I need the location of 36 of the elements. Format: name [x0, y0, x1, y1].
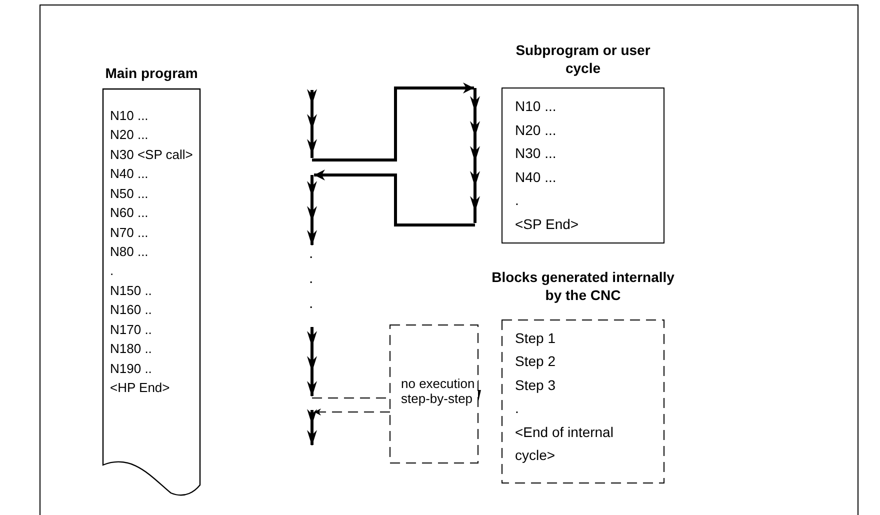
program-line: Step 2 — [515, 352, 556, 372]
program-line: N10 ... — [515, 97, 558, 116]
program-line: N150 .. — [110, 282, 153, 300]
program-line: Step 1 — [515, 329, 556, 348]
program-line: N70 ... — [110, 224, 150, 242]
connector-arrow — [312, 82, 474, 162]
continuation-dot: . — [309, 295, 314, 313]
note-text: no execution step-by-step — [401, 377, 475, 406]
heading: Main program — [104, 64, 199, 82]
program-line: N60 ... — [110, 204, 150, 222]
program-line: <SP End> — [515, 215, 580, 234]
continuation-dot: . — [309, 270, 314, 288]
program-line: N20 ... — [110, 126, 150, 144]
program-line: . — [110, 262, 115, 280]
program-line: . — [515, 399, 520, 418]
heading: Blocks generated internally by the CNC — [490, 268, 676, 304]
program-line: . — [515, 191, 520, 210]
program-line: N160 .. — [110, 301, 153, 320]
program-line: <HP End> — [110, 379, 171, 398]
program-line: N180 .. — [110, 340, 153, 358]
connector-arrow — [314, 170, 475, 226]
program-line: N20 ... — [515, 120, 558, 140]
program-line: N40 ... — [110, 165, 150, 184]
continuation-dot: . — [309, 245, 314, 263]
connector-arrow — [314, 408, 390, 416]
program-line: N170 .. — [110, 320, 153, 339]
program-line: N30 ... — [515, 144, 558, 164]
program-line: N40 ... — [515, 168, 558, 187]
program-line: N10 ... — [110, 107, 150, 125]
program-line: <End of internal cycle> — [515, 422, 614, 465]
program-line: N80 ... — [110, 243, 150, 261]
program-line: Step 3 — [515, 376, 556, 395]
program-line: N190 .. — [110, 360, 153, 378]
heading: Subprogram or user cycle — [514, 41, 652, 77]
program-line: N30 <SP call> — [110, 146, 194, 164]
program-line: N50 ... — [110, 184, 150, 203]
